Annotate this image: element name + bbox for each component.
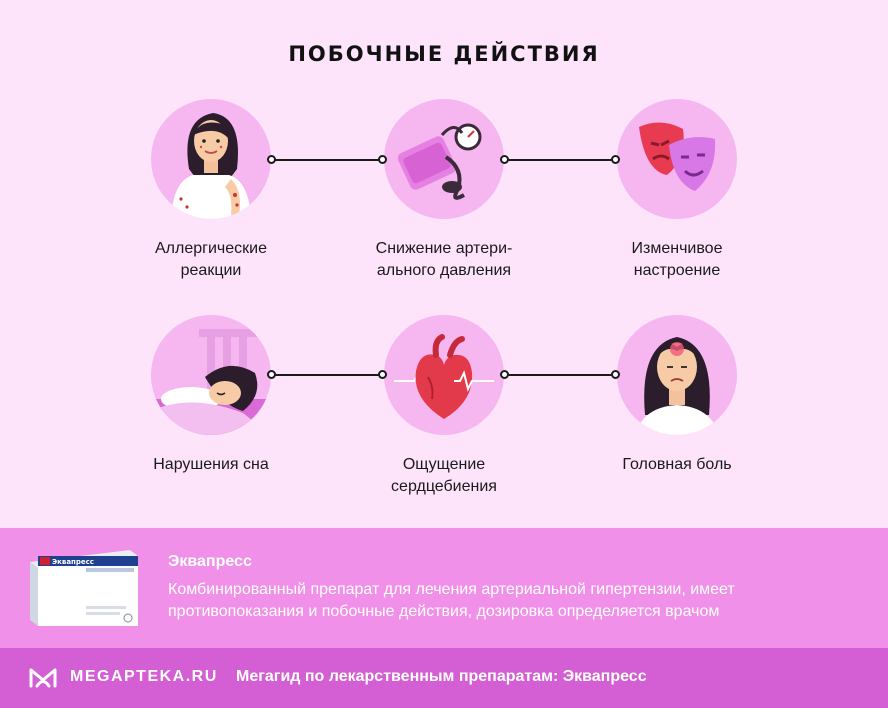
page-title: ПОБОЧНЫЕ ДЕЙСТВИЯ bbox=[288, 42, 600, 66]
connector-line bbox=[275, 159, 381, 161]
megapteka-logo-icon[interactable] bbox=[28, 665, 58, 689]
side-effect-label: Снижение артери-ального давления bbox=[375, 240, 513, 279]
footer-caption: Мегагид по лекарственным препаратам: Экв… bbox=[236, 668, 647, 685]
connector-dot bbox=[267, 155, 276, 164]
heart-heartbeat-icon bbox=[384, 315, 504, 435]
footer-bar bbox=[0, 648, 888, 708]
svg-text:Эквапресс: Эквапресс bbox=[52, 558, 94, 566]
connector-dot bbox=[500, 155, 509, 164]
sleeping-person-icon bbox=[151, 315, 271, 435]
brand-name[interactable]: MEGAPTEKA.RU bbox=[70, 668, 218, 685]
product-description: Комбинированный препарат для лечения арт… bbox=[168, 581, 735, 620]
side-effect-label: Головная боль bbox=[622, 456, 732, 473]
product-name[interactable]: Эквапресс bbox=[168, 553, 252, 570]
connector-dot bbox=[378, 155, 387, 164]
connector-dot bbox=[378, 370, 387, 379]
theater-masks-icon bbox=[617, 99, 737, 219]
connector-line bbox=[508, 374, 614, 376]
headache-woman-icon bbox=[617, 315, 737, 435]
allergy-woman-icon bbox=[151, 99, 271, 219]
connector-dot bbox=[267, 370, 276, 379]
connector-dot bbox=[500, 370, 509, 379]
product-box-image[interactable]: Эквапресс bbox=[26, 548, 142, 628]
connector-line bbox=[508, 159, 614, 161]
connector-line bbox=[275, 374, 381, 376]
side-effect-label: Нарушения сна bbox=[153, 456, 269, 473]
connector-dot bbox=[611, 155, 620, 164]
blood-pressure-monitor-icon bbox=[384, 99, 504, 219]
product-band bbox=[0, 528, 888, 648]
connector-dot bbox=[611, 370, 620, 379]
